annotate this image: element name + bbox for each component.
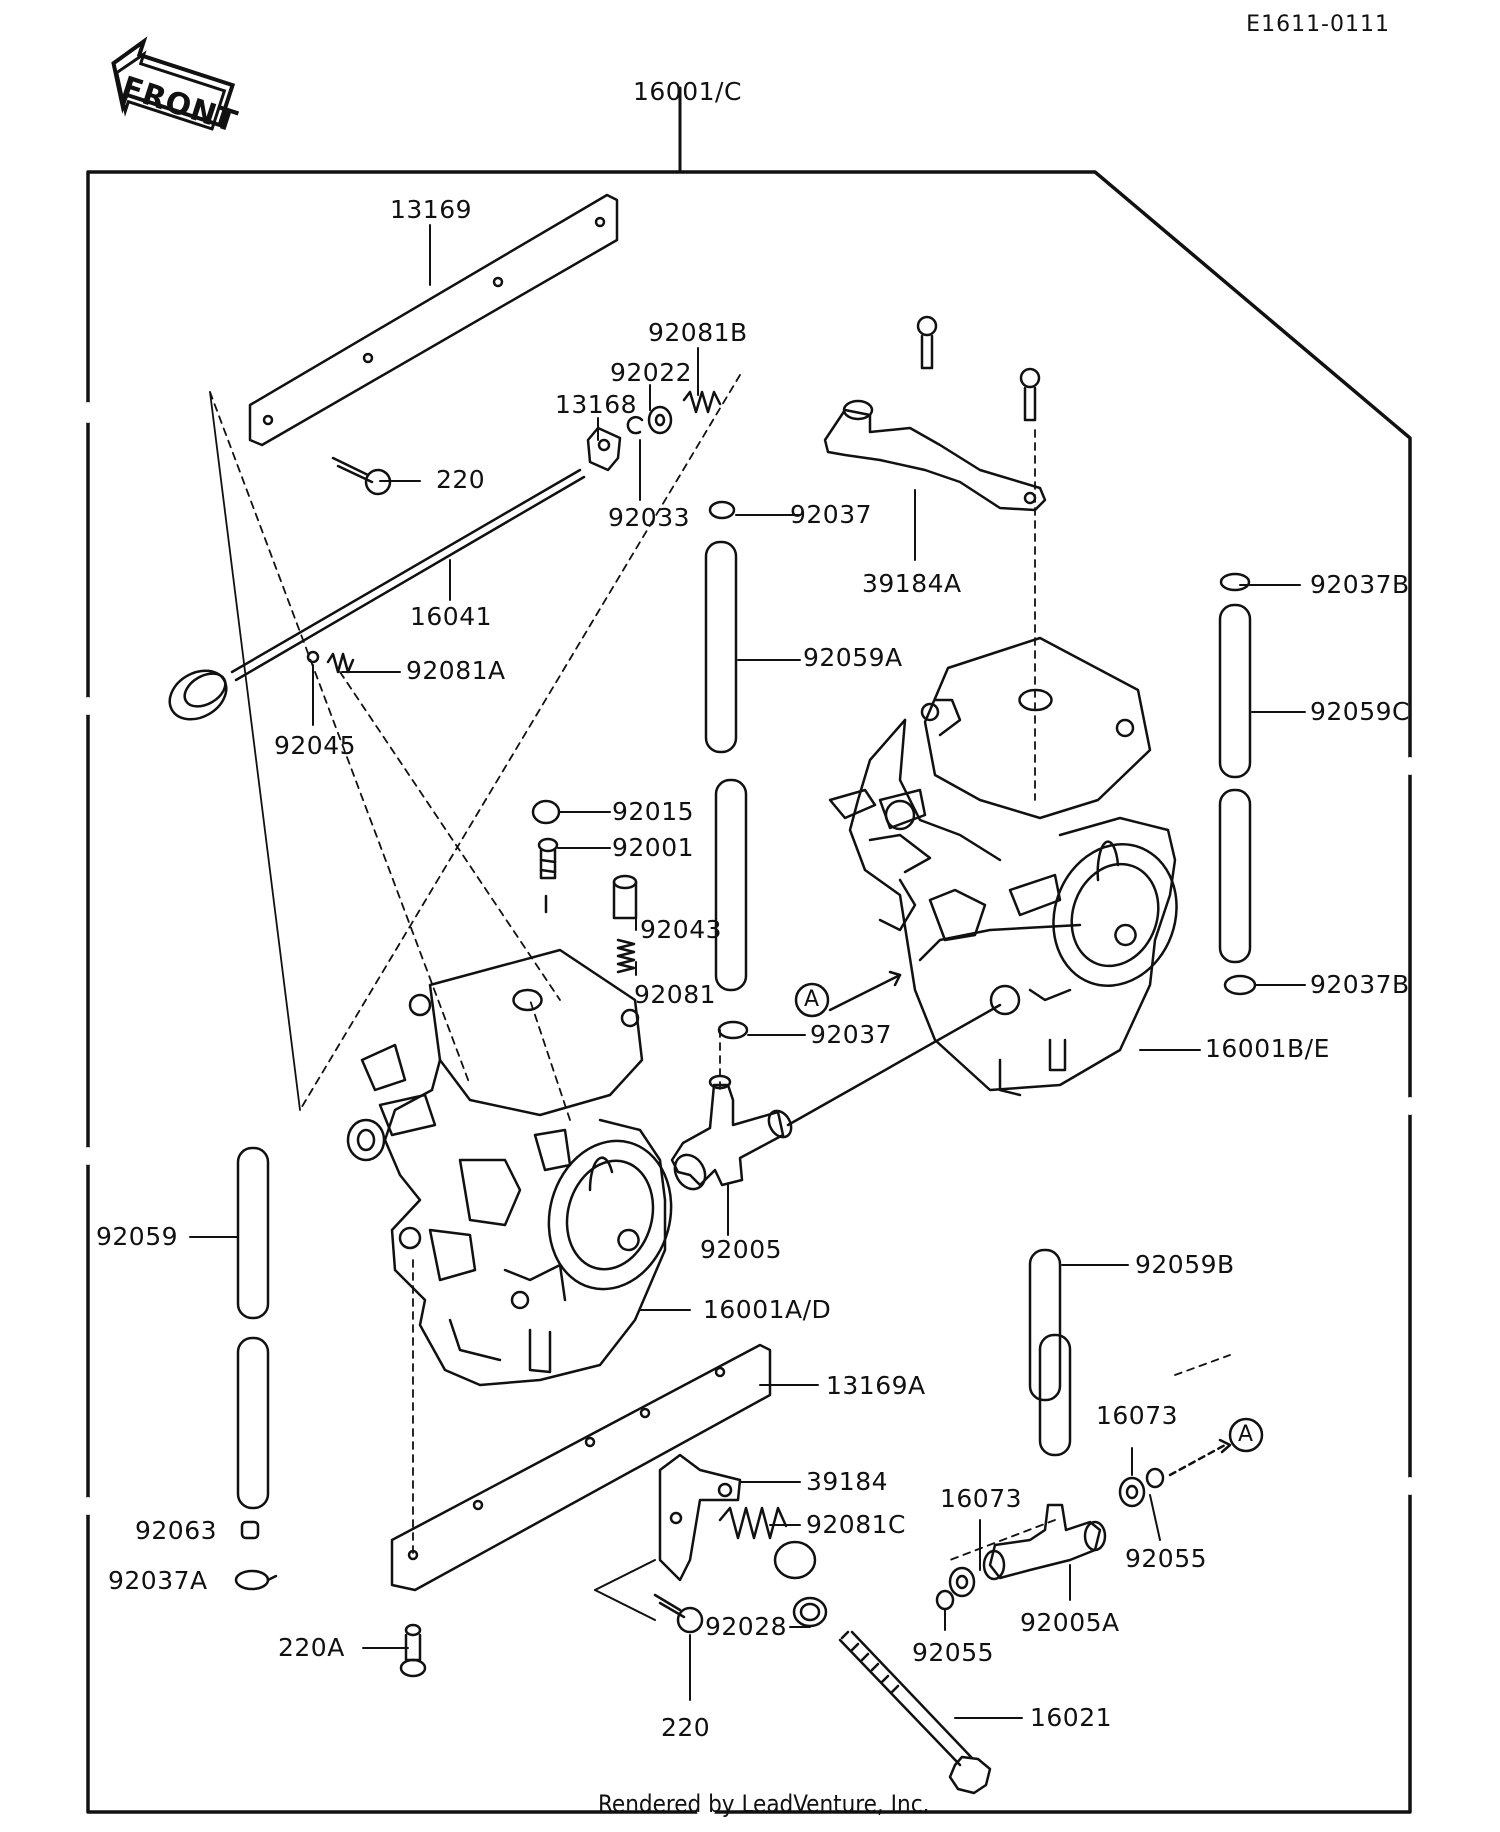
callout-92063: 92063 <box>135 1516 218 1545</box>
screw-92001 <box>537 837 559 914</box>
spring-92081A <box>326 652 355 674</box>
credit-text: Rendered by LeadVenture, Inc. <box>598 1790 930 1818</box>
clip-92055-r <box>1145 1467 1165 1489</box>
tube-92059B <box>1028 1248 1072 1457</box>
callout-13169A: 13169A <box>826 1371 926 1400</box>
assembly-frame <box>86 86 1412 1814</box>
callout-92037B-top: 92037B <box>1310 570 1410 599</box>
screw-220-bot <box>653 1593 704 1634</box>
callout-92037A: 92037A <box>108 1566 208 1595</box>
tube-92059 <box>236 1146 270 1510</box>
clip-92033 <box>626 415 644 435</box>
tube-92059A <box>704 540 738 754</box>
fitting-92063 <box>240 1520 260 1540</box>
washer-16073-l <box>948 1566 976 1598</box>
callout-220A: 220A <box>278 1633 345 1662</box>
choke-rod-16041 <box>168 468 586 721</box>
callout-92059: 92059 <box>96 1222 179 1251</box>
callout-92055-l: 92055 <box>912 1638 995 1667</box>
bracket-plate-13169A <box>390 1343 772 1592</box>
clip-92037-mid <box>717 1020 749 1040</box>
reference-circle-A-mid <box>794 982 830 1018</box>
callout-92033: 92033 <box>608 503 691 532</box>
bracket-39184A <box>823 399 1047 512</box>
callout-16073-r: 16073 <box>1096 1401 1179 1430</box>
washer-16073-r <box>1118 1476 1146 1508</box>
screw-220A <box>399 1623 427 1678</box>
callout-16041: 16041 <box>410 602 493 631</box>
clip-92037B-top <box>1219 572 1251 592</box>
callout-92059C: 92059C <box>1310 697 1410 726</box>
bushing-92028 <box>792 1596 828 1628</box>
callout-16001BE: 16001B/E <box>1205 1034 1330 1063</box>
pin-92043 <box>612 874 638 920</box>
callout-13169: 13169 <box>390 195 473 224</box>
callout-92005A: 92005A <box>1020 1608 1120 1637</box>
callout-92059A: 92059A <box>803 643 903 672</box>
callout-92045: 92045 <box>274 731 357 760</box>
callout-16073-l: 16073 <box>940 1484 1023 1513</box>
spring-92081C <box>718 1506 817 1580</box>
callout-92055-r: 92055 <box>1125 1544 1208 1573</box>
callout-16001C: 16001/C <box>633 77 742 106</box>
clip-92055-l <box>935 1589 955 1611</box>
bracket-plate-13169 <box>248 193 619 447</box>
assembly-lines <box>209 374 1231 1561</box>
tube-92059C <box>1218 603 1252 964</box>
callout-A-mid: A <box>804 987 820 1012</box>
carburetor-16001AD <box>346 948 673 1387</box>
cap-92015 <box>531 799 561 825</box>
callout-92001: 92001 <box>612 833 695 862</box>
callout-92037-mid: 92037 <box>810 1020 893 1049</box>
callout-92081A: 92081A <box>406 656 506 685</box>
callout-92022: 92022 <box>610 358 693 387</box>
front-arrow-icon <box>111 36 236 131</box>
callout-A-right: A <box>1238 1422 1254 1447</box>
clip-92037B-bot <box>1223 974 1257 996</box>
callout-92081: 92081 <box>634 980 717 1009</box>
tee-joint-92005 <box>670 1003 1002 1191</box>
callout-39184A: 39184A <box>862 569 962 598</box>
tube-92059A-lower <box>714 778 748 992</box>
callout-92043: 92043 <box>640 915 723 944</box>
callout-92081C: 92081C <box>806 1510 906 1539</box>
reference-circle-A-right <box>1228 1417 1264 1453</box>
screw-upper-2 <box>1019 367 1041 422</box>
tee-joint-92005A <box>982 1503 1107 1581</box>
callout-92015: 92015 <box>612 797 695 826</box>
bracket-39184 <box>658 1453 742 1582</box>
callout-92037-top: 92037 <box>790 500 873 529</box>
callout-39184: 39184 <box>806 1467 889 1496</box>
leader-lines <box>189 224 1306 1719</box>
screw-220-top <box>331 456 392 496</box>
callout-92037B-bot: 92037B <box>1310 970 1410 999</box>
callout-92028: 92028 <box>705 1612 788 1641</box>
spring-92081 <box>616 938 636 974</box>
carburetor-16001BE <box>828 636 1178 1097</box>
callout-16001AD: 16001A/D <box>703 1295 832 1324</box>
callout-92081B: 92081B <box>648 318 748 347</box>
callout-92005: 92005 <box>700 1235 783 1264</box>
choke-lever-13168 <box>586 426 622 472</box>
adjuster-screw-16021 <box>838 1630 992 1795</box>
callout-220-top: 220 <box>436 465 486 494</box>
clip-92037A <box>234 1569 278 1591</box>
callout-220-bot: 220 <box>661 1713 711 1742</box>
clip-92037-top <box>708 500 736 520</box>
screw-upper-1 <box>916 315 938 370</box>
callout-16021: 16021 <box>1030 1703 1113 1732</box>
washer-92022 <box>647 405 673 435</box>
ball-92045 <box>306 650 320 664</box>
diagram-code: E1611-0111 <box>1246 12 1390 37</box>
callout-92059B: 92059B <box>1135 1250 1235 1279</box>
callout-13168: 13168 <box>555 390 638 419</box>
spring-92081B <box>682 390 722 414</box>
